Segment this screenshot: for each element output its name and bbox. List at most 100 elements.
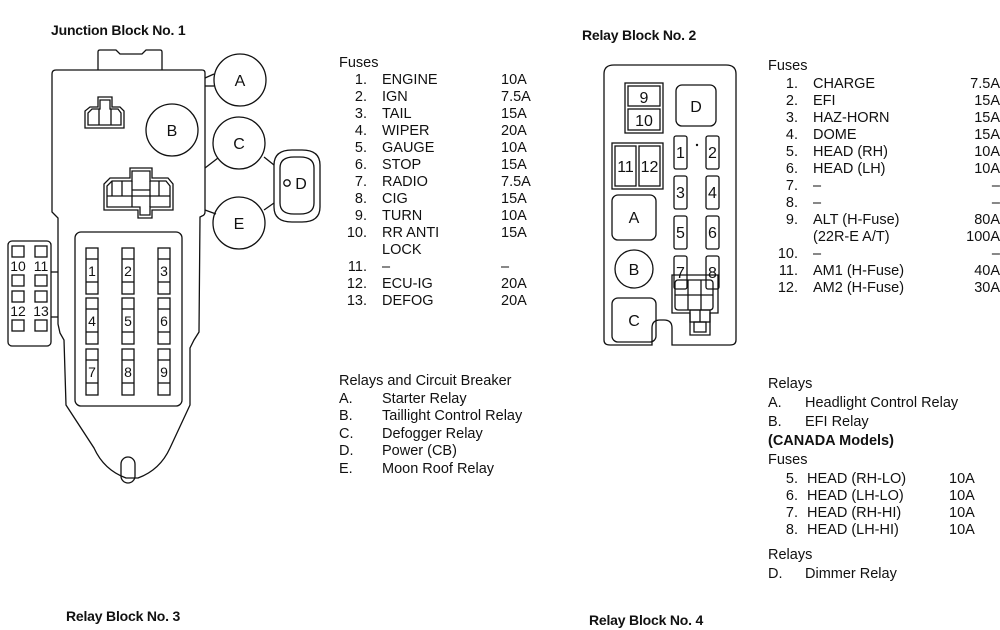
rb2-fuse-slot-3: [673, 175, 688, 210]
fuse-amperage: 10A: [974, 144, 1000, 160]
fuse-amperage: 20A: [501, 123, 527, 139]
fuse-amperage: 7.5A: [501, 89, 531, 105]
relay-b-label: B: [167, 123, 178, 140]
jb1-fuse-row: LOCK: [339, 242, 539, 259]
fuse-name: ECU-IG: [382, 276, 433, 292]
jb1-side-fuse-top: [11, 245, 25, 258]
rb2-relay-c-label: C: [628, 313, 640, 330]
fuse-name: EFI: [813, 93, 836, 109]
fuse-amperage: 10A: [949, 488, 975, 504]
jb1-fuse-slot-label: 2: [124, 263, 132, 279]
relay-b-circle: [145, 103, 199, 157]
canada-fuses-header: Fuses: [768, 452, 808, 468]
fuse-name: (22R-E A/T): [813, 229, 890, 245]
jb1-relay-row: C.Defogger Relay: [339, 426, 579, 443]
rb2-fuse-slot-4: [705, 175, 720, 210]
fuse-name: AM2 (H-Fuse): [813, 280, 905, 296]
rb2-fuse-slot-6: [705, 215, 720, 250]
rb2-relay-d-label: D: [690, 99, 702, 116]
rb2-fuse-slot-label: 3: [676, 185, 685, 202]
jb1-fuse-row: 11.––: [339, 259, 539, 276]
relay-block-3-title: Relay Block No. 3: [66, 608, 181, 624]
jb1-side-fuse-bottom: [11, 274, 25, 287]
relay-name: Starter Relay: [382, 391, 467, 407]
rb2-fuse-12-label: 12: [641, 159, 659, 176]
rb2-fuse-row: 7.––: [768, 178, 1000, 195]
fuse-name: STOP: [382, 157, 422, 173]
fuse-name: RADIO: [382, 174, 428, 190]
fuse-number: 5.: [354, 140, 367, 156]
fuse-number: 8.: [354, 191, 367, 207]
rb2-fuses-header: Fuses: [768, 58, 808, 74]
fuse-name: GAUGE: [382, 140, 435, 156]
jb1-relay-row: D.Power (CB): [339, 443, 579, 460]
rb2-fuse-9-label: 9: [640, 90, 649, 107]
jb1-fuse-slot-7: [85, 348, 99, 396]
rb2-fuse-slot-8: [705, 255, 720, 290]
fuse-name: –: [813, 195, 822, 211]
fuse-name: CHARGE: [813, 76, 876, 92]
fuse-number: 5.: [785, 471, 798, 487]
relay-letter: A.: [339, 391, 353, 407]
relay-letter: D.: [339, 443, 354, 460]
rb2-relay-row: A. Headlight Control Relay: [768, 395, 1000, 414]
fuse-amperage: 15A: [501, 157, 527, 173]
fuse-name: ENGINE: [382, 72, 438, 88]
rb2-fuse-row: (22R-E A/T)100A: [768, 229, 1000, 246]
fuse-name: DOME: [813, 127, 857, 143]
fuse-amperage: 10A: [501, 208, 527, 224]
fuse-amperage: 15A: [974, 110, 1000, 126]
fuse-number: 6.: [785, 161, 798, 177]
fuse-number: 12.: [346, 276, 367, 292]
jb1-fuse-slot-label: 8: [124, 364, 132, 380]
fuse-name: RR ANTI: [382, 225, 440, 241]
rb2-fuse-slot-label: 6: [708, 225, 717, 242]
fuse-name: WIPER: [382, 123, 430, 139]
fuse-number: 8.: [785, 522, 798, 538]
jb1-fuse-slot-4: [85, 297, 99, 345]
relay-name: EFI Relay: [805, 414, 869, 430]
jb1-relay-row: B.Taillight Control Relay: [339, 408, 579, 425]
canada-fuse-row: 5.HEAD (RH-LO)10A: [768, 471, 1000, 488]
relay-name: Headlight Control Relay: [805, 395, 959, 411]
fuse-number: 6.: [354, 157, 367, 173]
rb2-fuse-row: 6.HEAD (LH)10A: [768, 161, 1000, 178]
jb1-side-fuse-bottom: [34, 274, 48, 287]
fuse-number: 7.: [785, 178, 798, 194]
fuse-number: 6.: [785, 488, 798, 504]
jb1-fuse-slot-9: [157, 348, 171, 396]
fuse-amperage: 30A: [974, 280, 1000, 296]
fuse-amperage: 10A: [501, 72, 527, 88]
fuse-number: 12.: [777, 280, 798, 296]
jb1-side-fuse-top: [11, 290, 25, 303]
relay-e-label: E: [234, 216, 245, 233]
fuse-amperage: –: [991, 195, 1000, 211]
rb2-fuse-10-label: 10: [635, 113, 653, 130]
relay-a-label: A: [235, 73, 246, 90]
fuse-number: 1.: [785, 76, 798, 92]
relay-letter: A.: [768, 395, 782, 411]
fuse-number: 3.: [785, 110, 798, 126]
jb1-side-fuse-label-12: 12: [10, 303, 26, 319]
canada-fuse-row: 6.HEAD (LH-LO)10A: [768, 488, 1000, 505]
fuse-name: HEAD (RH-LO): [807, 471, 907, 487]
fuse-amperage: 15A: [974, 93, 1000, 109]
fuse-name: DEFOG: [382, 293, 434, 309]
jb1-side-fuse-label-11: 11: [34, 258, 49, 274]
jb1-fuse-slot-label: 5: [124, 313, 132, 329]
rb2-relays-header: Relays: [768, 376, 813, 392]
fuse-amperage: 15A: [501, 191, 527, 207]
rb2-fuse-slot-label: 2: [708, 145, 717, 162]
fuse-number: 4.: [354, 123, 367, 139]
